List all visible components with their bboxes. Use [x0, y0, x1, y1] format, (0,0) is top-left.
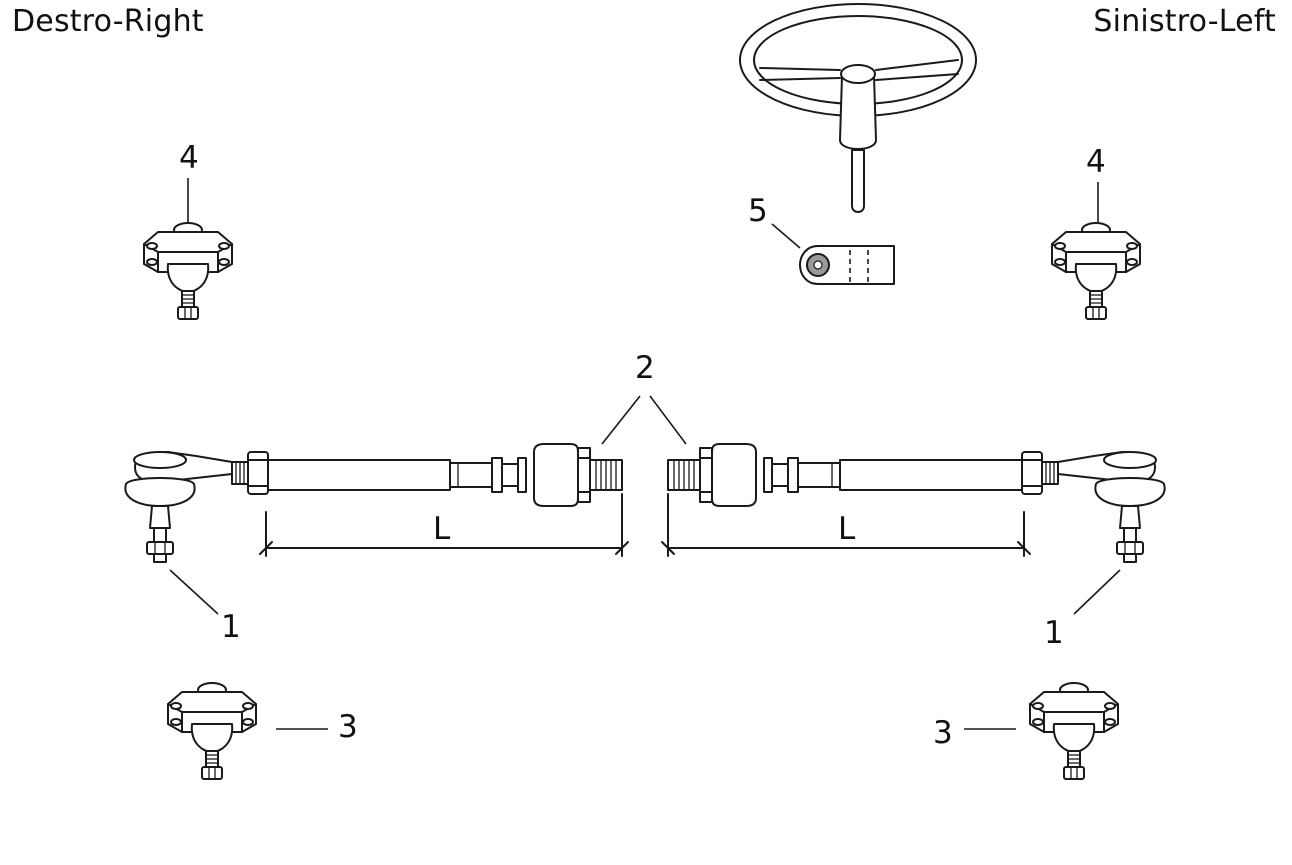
tie-rod-assembly-left — [661, 443, 1166, 563]
lower-ball-joint-right — [167, 682, 257, 780]
lower-ball-joint-left — [1029, 682, 1119, 780]
callout-4-left: 4 — [1086, 144, 1106, 180]
leader-line-2-left — [649, 395, 687, 445]
callout-3-right: 3 — [338, 709, 358, 745]
leader-line-2-right — [601, 395, 641, 445]
callout-4-right: 4 — [179, 140, 199, 176]
leader-line-1-right — [169, 569, 219, 615]
upper-ball-joint-right — [143, 222, 233, 320]
dimension-label-right: L — [433, 511, 451, 547]
callout-5: 5 — [748, 193, 768, 229]
upper-ball-joint-left — [1051, 222, 1141, 320]
tie-rod-assembly-right — [124, 443, 630, 563]
callout-3-left: 3 — [933, 715, 953, 751]
steering-wheel-icon — [739, 3, 977, 213]
heading-right-side: Destro-Right — [12, 4, 204, 39]
leader-line-5 — [771, 223, 801, 249]
leader-line-1-left — [1073, 569, 1121, 615]
dimension-label-left: L — [838, 511, 856, 547]
leader-lines — [169, 178, 1121, 730]
heading-left-side: Sinistro-Left — [1093, 4, 1276, 39]
callout-1-left: 1 — [1044, 615, 1064, 651]
callout-2: 2 — [635, 350, 655, 386]
pitman-arm-icon — [799, 245, 895, 285]
callout-1-right: 1 — [221, 609, 241, 645]
